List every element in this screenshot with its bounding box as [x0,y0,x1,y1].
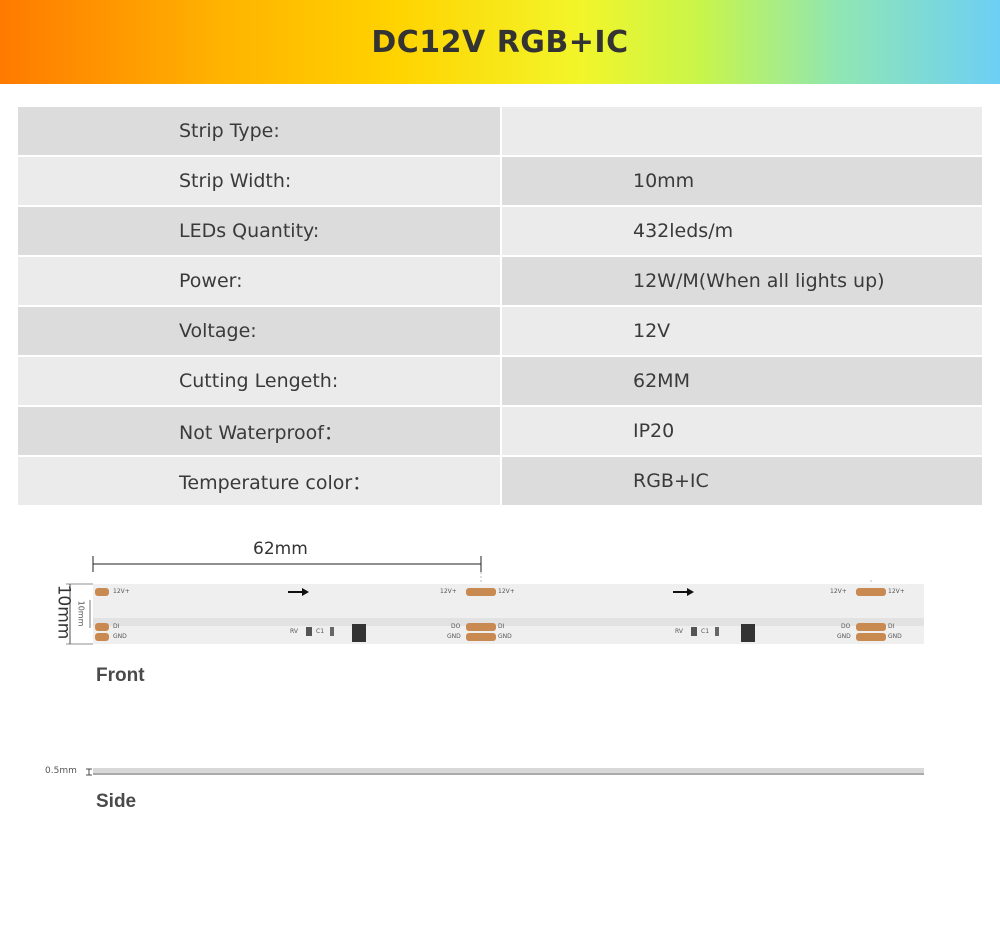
spec-row: Power: 12W/M(When all lights up) [18,257,982,305]
pad-label-gnd: GND [837,633,851,640]
spec-value: 12W/M(When all lights up) [500,257,982,305]
resistor-component [306,627,312,636]
rv-label: RV [675,628,683,635]
spec-label: Temperature color： [18,457,500,505]
ic-chip [741,624,755,642]
solder-pad [95,588,109,596]
pad-label-gnd: GND [447,633,461,640]
spec-label: Power: [18,257,500,305]
strip-side-edge [93,773,924,775]
spec-row: Temperature color： RGB+IC [18,457,982,505]
pad-label-do: DO [841,623,851,630]
c1-label: C1 [316,628,325,635]
spec-table: Strip Type: Strip Width: 10mm LEDs Quant… [18,107,982,507]
pad-label-v: 12V+ [830,588,847,595]
inner-width-label: 10mm [76,600,86,627]
solder-pad [856,623,886,631]
resistor-component [691,627,697,636]
spec-value: 12V [500,307,982,355]
capacitor-component [330,627,334,636]
capacitor-component [715,627,719,636]
direction-arrow-head [302,588,309,596]
solder-pad [95,623,109,631]
thickness-label: 0.5mm [45,766,77,776]
solder-pad [856,588,886,596]
cut-length-label: 62mm [253,539,308,559]
pad-label-di: DI [498,623,505,630]
c1-label: C1 [701,628,710,635]
spec-value: 62MM [500,357,982,405]
spec-label: Not Waterproof： [18,407,500,455]
spec-label: LEDs Quantity: [18,207,500,255]
rv-label: RV [290,628,298,635]
pad-label-di: DI [113,623,120,630]
spec-row: Not Waterproof： IP20 [18,407,982,455]
spec-label: Strip Type: [18,107,500,155]
side-label: Side [96,791,137,812]
pad-label-v: 12V+ [440,588,457,595]
strip-diagram: 62mm 10mm 10mm 12V+ 12V+ 12V+ 12V+ 12V+ … [0,520,1000,928]
pad-label-v: 12V+ [888,588,905,595]
ic-chip [352,624,366,642]
spec-value: 10mm [500,157,982,205]
pad-label-di: DI [888,623,895,630]
spec-value: 432leds/m [500,207,982,255]
spec-row: LEDs Quantity: 432leds/m [18,207,982,255]
spec-row: Strip Type: [18,107,982,155]
pad-label-gnd: GND [113,633,127,640]
page-title: DC12V RGB+IC [371,24,629,60]
strip-center-band [93,618,924,626]
solder-pad [95,633,109,641]
pad-label-gnd: GND [498,633,512,640]
spec-label: Cutting Lengeth: [18,357,500,405]
spec-value [500,107,982,155]
solder-pad [856,633,886,641]
solder-pad [466,633,496,641]
spec-value: RGB+IC [500,457,982,505]
pad-label-v: 12V+ [113,588,130,595]
title-banner: DC12V RGB+IC [0,0,1000,84]
strip-front-body [93,584,924,644]
solder-pad [466,588,496,596]
solder-pad [466,623,496,631]
spec-row: Voltage: 12V [18,307,982,355]
pad-label-do: DO [451,623,461,630]
front-label: Front [96,665,145,686]
strip-drawing [66,556,924,776]
pad-label-v: 12V+ [498,588,515,595]
spec-value: IP20 [500,407,982,455]
spec-label: Strip Width: [18,157,500,205]
spec-label: Voltage: [18,307,500,355]
strip-side-body [93,768,924,775]
direction-arrow-head [687,588,694,596]
width-label: 10mm [53,584,74,640]
spec-row: Strip Width: 10mm [18,157,982,205]
spec-row: Cutting Lengeth: 62MM [18,357,982,405]
pad-label-gnd: GND [888,633,902,640]
